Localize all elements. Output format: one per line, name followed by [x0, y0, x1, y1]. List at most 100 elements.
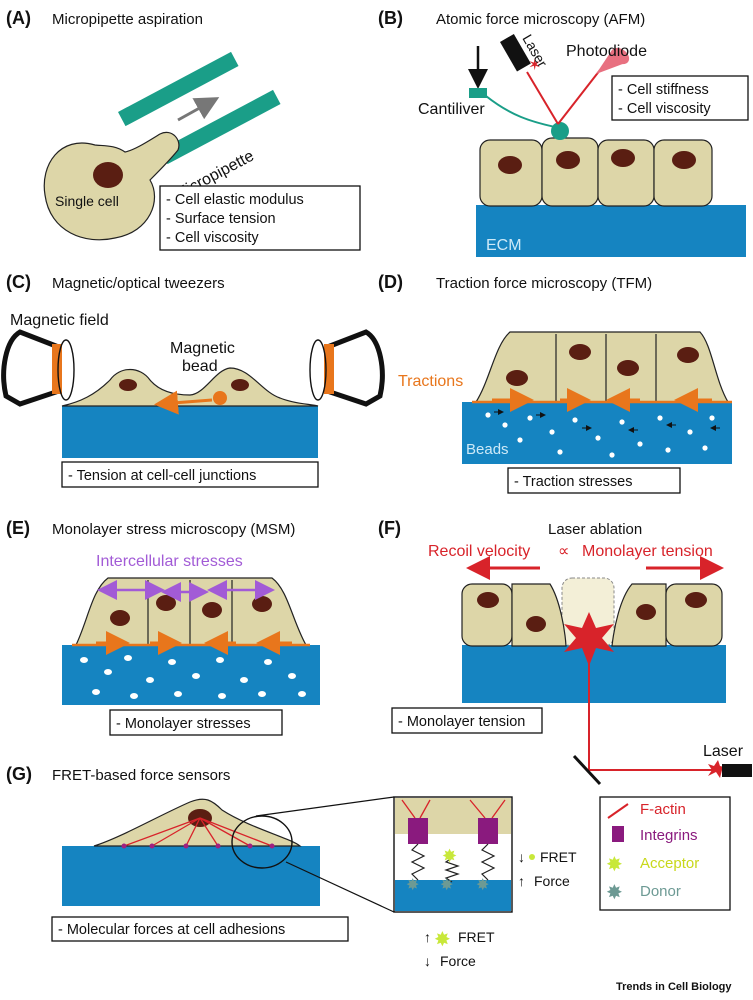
zoom-circle — [231, 815, 293, 869]
legend-integrin-label: Integrins — [640, 827, 698, 844]
ecm-substrate-b — [476, 205, 746, 257]
magnet-right — [327, 329, 385, 407]
fret-mini-icon — [529, 854, 535, 860]
legend-box — [599, 796, 731, 911]
magnetic-field-label: Magnetic field — [10, 312, 109, 329]
adhesion-points-g — [121, 843, 275, 849]
ecm-substrate-c — [62, 406, 318, 458]
panel-a: (A) Micropipette aspiration Micropipette… — [6, 8, 361, 251]
micropipette-wall-bottom — [160, 89, 281, 165]
cell-nucleus — [93, 162, 123, 188]
panel-g: (G) FRET-based force sensors ✸ ✸ — [6, 764, 731, 969]
nucleus-d3 — [617, 360, 639, 376]
panel-a-measure-2: - Surface tension — [166, 211, 276, 227]
cell-f2 — [511, 583, 567, 647]
ecm-substrate-f — [462, 645, 726, 703]
panel-b-measure-1: - Cell stiffness — [618, 82, 709, 98]
laser-label-f: Laser — [703, 743, 744, 760]
panel-c-measure: - Tension at cell-cell junctions — [68, 468, 256, 484]
intercellular-stresses-label: Intercellular stresses — [96, 553, 243, 570]
fret-acceptor-icon-bottom: ✸ — [434, 929, 451, 951]
nucleus-b3 — [611, 149, 635, 167]
panel-d-letter: (D) — [378, 272, 403, 292]
panel-a-measure-1: - Cell elastic modulus — [166, 192, 304, 208]
monolayer-tension-label: Monolayer tension — [582, 543, 713, 560]
bead-displacements-d — [494, 409, 720, 433]
nucleus-e1 — [110, 610, 130, 626]
up-arrow-2: ↑ — [424, 929, 431, 945]
ecm-substrate-e — [62, 645, 320, 705]
magnetic-bead — [213, 391, 227, 405]
panel-a-measure-3: - Cell viscosity — [166, 230, 259, 246]
panel-b: (B) Atomic force microscopy (AFM) ECM Ca… — [378, 8, 749, 257]
beads-label: Beads — [466, 441, 509, 458]
cell-monolayer-d — [474, 331, 730, 403]
panel-d-measure-box — [507, 467, 681, 494]
panel-f-measure: - Monolayer tension — [398, 714, 525, 730]
nucleus-c1 — [119, 379, 137, 391]
legend-factin-label: F-actin — [640, 801, 686, 818]
nucleus-b2 — [556, 151, 580, 169]
ecm-substrate-d — [462, 402, 732, 464]
panel-e-title: Monolayer stress microscopy (MSM) — [52, 521, 295, 538]
panel-g-measure: - Molecular forces at cell adhesions — [58, 922, 285, 938]
nucleus-b1 — [498, 156, 522, 174]
magnet-left — [1, 329, 59, 407]
panel-a-title: Micropipette aspiration — [52, 11, 203, 28]
nucleus-c2 — [231, 379, 249, 391]
fret-down-label: FRET — [540, 849, 577, 865]
laser-source-f — [722, 764, 752, 777]
panel-g-measure-box — [51, 916, 349, 942]
zoom-donor-icon-2: ✸ — [440, 877, 453, 894]
mirror — [572, 754, 602, 786]
nucleus-d2 — [569, 344, 591, 360]
nucleus-e2 — [156, 595, 176, 611]
laser-beam-out — [557, 69, 601, 125]
panel-c-letter: (C) — [6, 272, 31, 292]
legend-acceptor-icon: ✸ — [606, 854, 623, 876]
legend-factin-icon — [607, 803, 629, 819]
panel-f-letter: (F) — [378, 518, 401, 538]
single-cell-label: Single cell — [55, 193, 119, 209]
magnet-pole-left — [52, 344, 62, 394]
down-arrow-1: ↓ — [518, 849, 525, 865]
nucleus-b4 — [672, 151, 696, 169]
zoom-line-top — [255, 796, 395, 817]
up-arrow-1: ↑ — [518, 873, 525, 889]
recoil-velocity-label: Recoil velocity — [428, 543, 530, 560]
cantilever-label: Cantiliver — [418, 101, 485, 118]
nucleus-d4 — [677, 347, 699, 363]
panel-c-measure-box — [61, 461, 319, 488]
nucleus-e4 — [252, 596, 272, 612]
panel-f-title: Laser ablation — [548, 521, 642, 538]
proportional-symbol: ∝ — [558, 543, 569, 560]
panel-b-measure-2: - Cell viscosity — [618, 101, 711, 117]
zoom-spring-middle — [444, 857, 460, 883]
aspiration-arrow — [177, 97, 220, 122]
panel-e-measure-box — [109, 709, 283, 736]
micropipette-wall-top — [118, 51, 239, 127]
panel-f-measure-box — [391, 707, 543, 734]
tractions-label: Tractions — [398, 373, 463, 390]
nucleus-f1 — [477, 592, 499, 608]
afm-tip — [551, 122, 569, 140]
zoom-donor-icon-1: ✸ — [406, 877, 419, 894]
fluorescent-beads-d — [485, 412, 715, 458]
ablation-star — [564, 612, 614, 666]
panel-f: (F) Laser ablation Recoil velocity ∝ Mon… — [378, 518, 752, 786]
cell-b2 — [541, 137, 599, 207]
cell-pair-c — [61, 367, 319, 407]
field-coil-left — [57, 339, 75, 401]
ecm-substrate-g — [62, 846, 320, 906]
panel-a-measure-box — [159, 185, 361, 251]
photodiode-label: Photodiode — [566, 43, 647, 60]
laser-source-b — [499, 34, 531, 72]
legend-donor-icon: ✸ — [606, 882, 623, 904]
panel-e: (E) Monolayer stress microscopy (MSM) In… — [6, 518, 320, 736]
panel-d-measure: - Traction stresses — [514, 474, 632, 490]
laser-star-b: ✶ — [528, 57, 541, 74]
panel-c-title: Magnetic/optical tweezers — [52, 275, 225, 292]
magnetic-bead-label-1: Magnetic — [170, 340, 235, 357]
nucleus-e3 — [202, 602, 222, 618]
